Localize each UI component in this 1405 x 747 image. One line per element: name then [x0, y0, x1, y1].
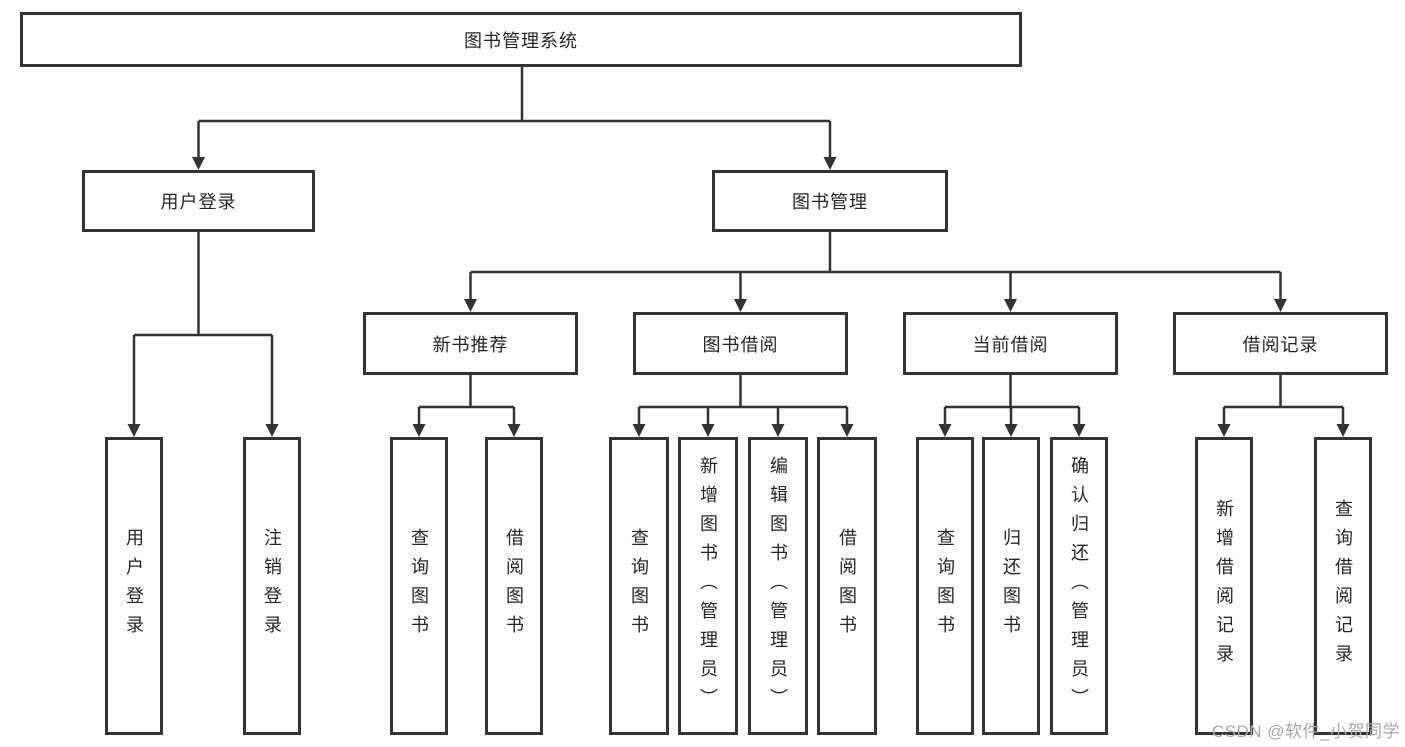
node-label: 图书管理: [792, 192, 868, 212]
leaf-recommend-query-books: 查询图书: [390, 437, 448, 735]
node-label: 查询图书: [629, 528, 649, 644]
node-label: 编辑图书（管理员）: [768, 455, 788, 717]
node-label: 当前借阅: [972, 334, 1049, 355]
node-book-borrowing: 图书借阅: [633, 312, 848, 375]
node-label: 确认归还（管理员）: [1069, 455, 1089, 717]
node-label: 图书管理系统: [464, 30, 578, 51]
node-book-management: 图书管理: [712, 170, 948, 232]
node-label: 借阅图书: [837, 528, 857, 644]
node-label: 查询借阅记录: [1333, 499, 1353, 673]
node-label: 注销登录: [262, 528, 282, 644]
node-label: 借阅图书: [504, 528, 524, 644]
arrowhead-icons: [127, 157, 1350, 437]
leaf-user-login: 用户登录: [105, 437, 163, 735]
node-current-borrowing: 当前借阅: [903, 312, 1118, 375]
node-label: 查询图书: [409, 528, 429, 644]
node-label: 新增图书（管理员）: [698, 455, 718, 717]
leaf-current-confirm-return-admin: 确认归还（管理员）: [1050, 437, 1108, 735]
node-label: 归还图书: [1001, 528, 1021, 644]
node-label: 借阅记录: [1242, 334, 1319, 355]
node-new-book-recommendation: 新书推荐: [363, 312, 578, 375]
node-label: 新书推荐: [432, 334, 509, 355]
node-label: 用户登录: [160, 192, 237, 212]
node-label: 用户登录: [124, 528, 144, 644]
leaf-current-return-books: 归还图书: [982, 437, 1040, 735]
leaf-recommend-borrow-books: 借阅图书: [485, 437, 543, 735]
leaf-borrowing-edit-books-admin: 编辑图书（管理员）: [748, 437, 808, 735]
node-label: 图书借阅: [702, 334, 779, 355]
leaf-records-query-record: 查询借阅记录: [1314, 437, 1372, 735]
leaf-current-query-books: 查询图书: [916, 437, 974, 735]
node-user-login: 用户登录: [82, 170, 315, 232]
leaf-borrowing-add-books-admin: 新增图书（管理员）: [678, 437, 738, 735]
leaf-records-add-record: 新增借阅记录: [1195, 437, 1253, 735]
leaf-logout: 注销登录: [243, 437, 301, 735]
leaf-borrowing-query-books: 查询图书: [609, 437, 669, 735]
node-root-book-management-system: 图书管理系统: [20, 12, 1022, 67]
leaf-borrowing-borrow-books: 借阅图书: [817, 437, 877, 735]
node-borrowing-records: 借阅记录: [1173, 312, 1388, 375]
node-label: 新增借阅记录: [1214, 499, 1234, 673]
connector-paths: [132, 67, 1345, 425]
watermark: CSDN @软件_小贺同学: [1211, 722, 1400, 741]
node-label: 查询图书: [935, 528, 955, 644]
